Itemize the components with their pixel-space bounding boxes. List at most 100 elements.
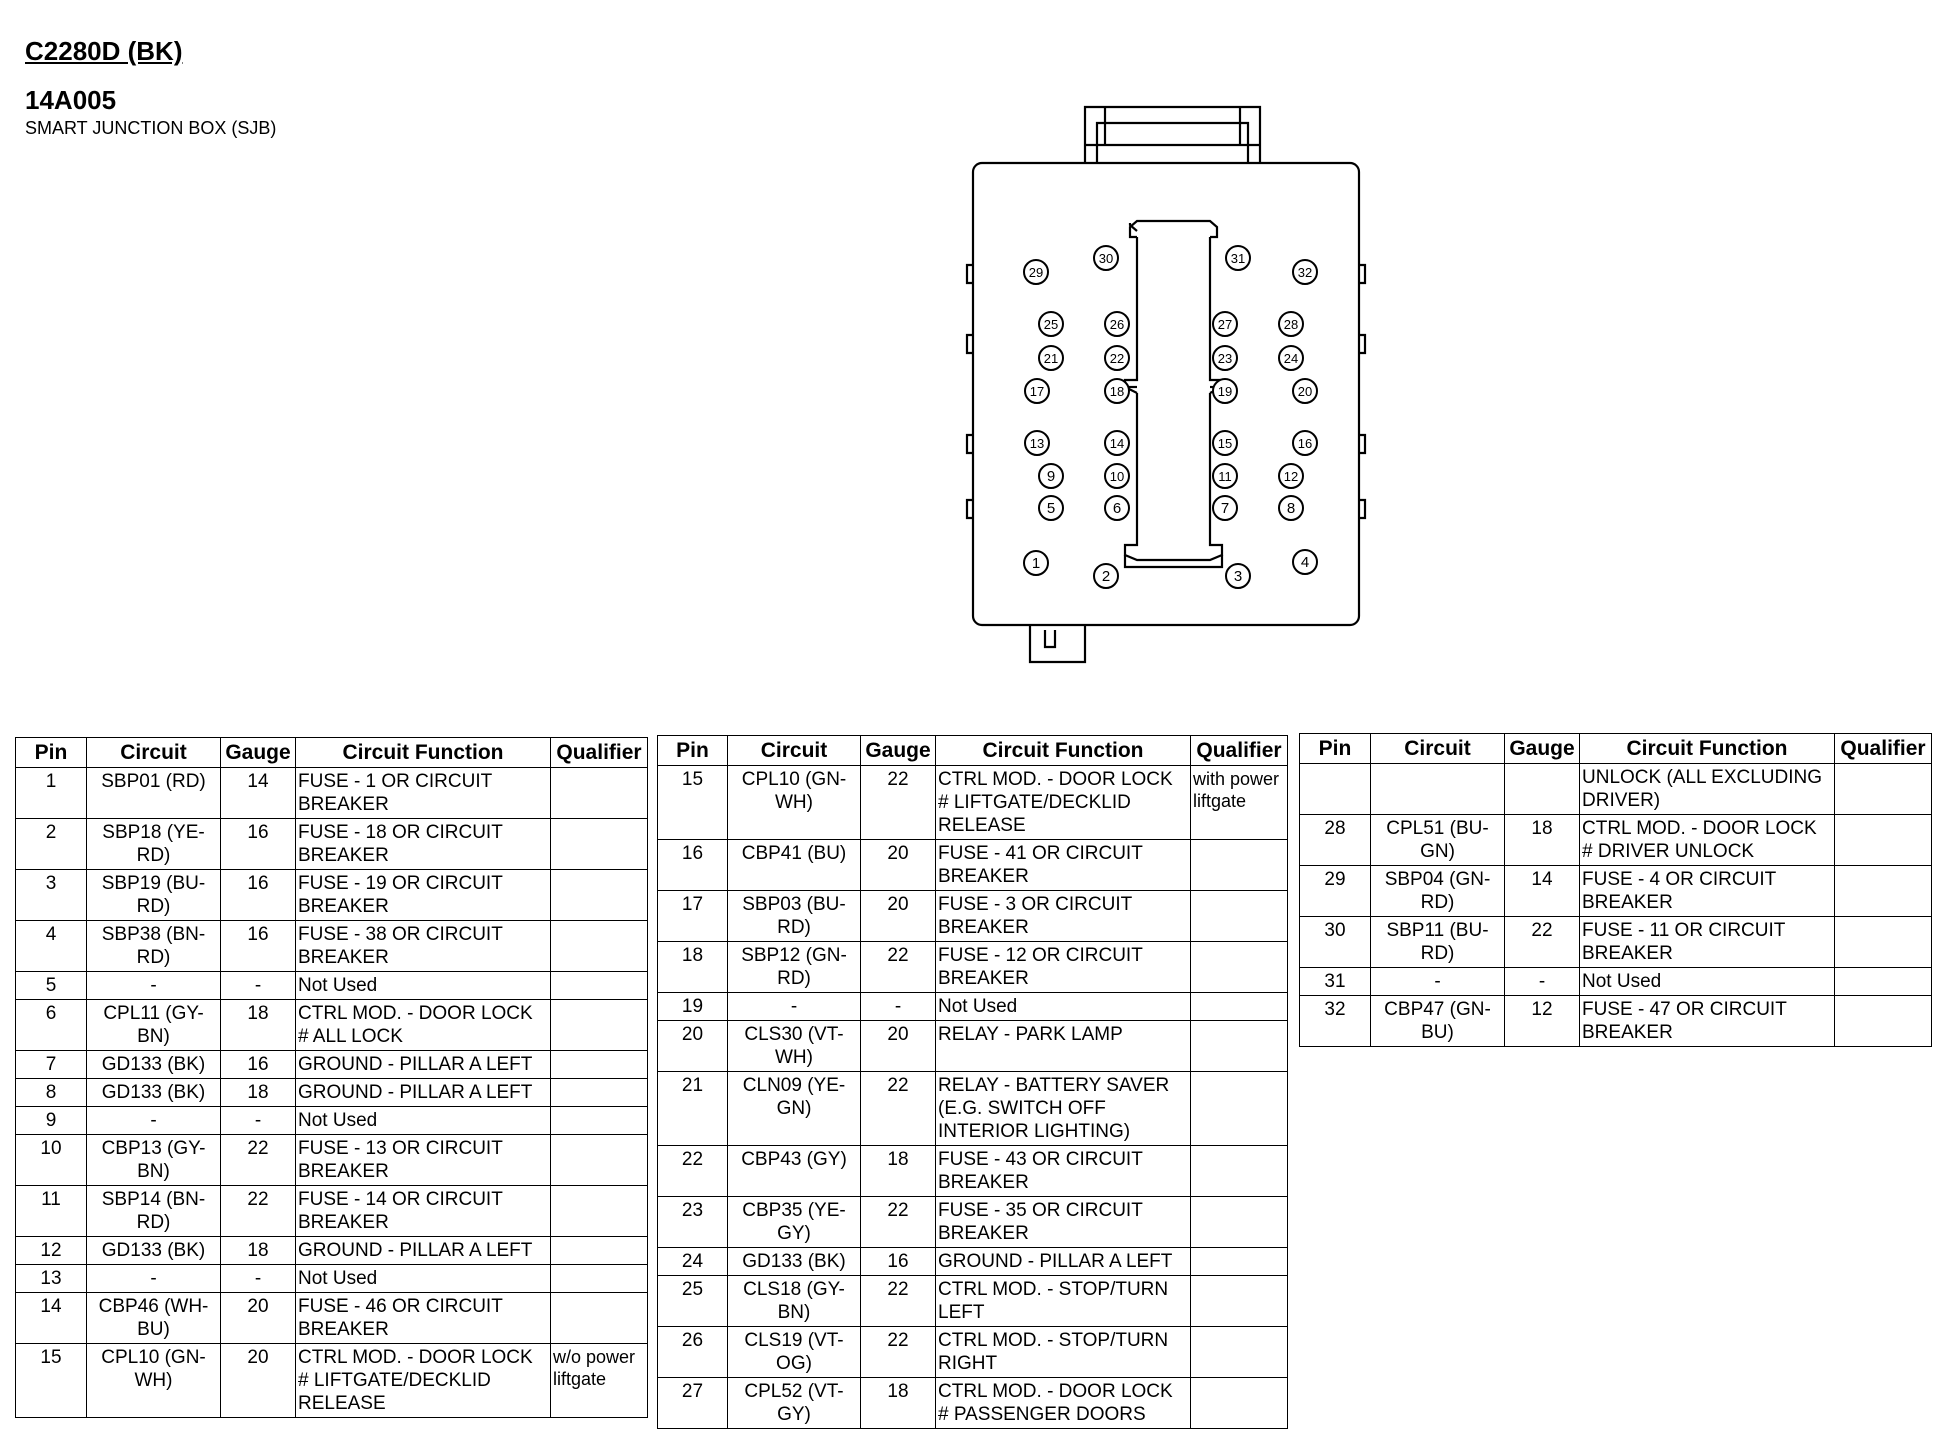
cell-pin: 18 (657, 941, 728, 993)
pin-12-circle (1278, 463, 1304, 489)
cell-gauge: 18 (860, 1377, 936, 1429)
pinout-table-3: Pin Circuit Gauge Circuit Function Quali… (1299, 733, 1932, 1047)
pin-21-label: 21 (1044, 351, 1058, 366)
cell-gauge: 22 (220, 1134, 296, 1186)
pin-23-circle (1212, 345, 1238, 371)
col-pin: Pin (657, 735, 728, 766)
col-circuit: Circuit (86, 737, 221, 768)
cell-pin: 8 (15, 1078, 87, 1107)
cell-qualifier (550, 999, 648, 1051)
cell-function: CTRL MOD. - STOP/TURN RIGHT (935, 1326, 1191, 1378)
cell-function: FUSE - 38 OR CIRCUIT BREAKER (295, 920, 551, 972)
cell-function: GROUND - PILLAR A LEFT (935, 1247, 1191, 1276)
cell-pin: 15 (657, 765, 728, 840)
cell-gauge: 22 (860, 941, 936, 993)
cell-gauge (1504, 763, 1580, 815)
cell-function: CTRL MOD. - DOOR LOCK # LIFTGATE/DECKLID… (935, 765, 1191, 840)
pin-31-label: 31 (1231, 251, 1245, 266)
cell-function: FUSE - 11 OR CIRCUIT BREAKER (1579, 916, 1835, 968)
cell-gauge: 22 (220, 1185, 296, 1237)
cell-qualifier (550, 1292, 648, 1344)
cell-function: FUSE - 12 OR CIRCUIT BREAKER (935, 941, 1191, 993)
cell-qualifier (1834, 916, 1932, 968)
pin-16-circle (1292, 430, 1318, 456)
cell-circuit: CBP43 (GY) (727, 1145, 861, 1197)
cell-circuit: GD133 (BK) (86, 1078, 221, 1107)
pin-11-circle (1212, 463, 1238, 489)
cell-function: Not Used (935, 992, 1191, 1021)
cell-circuit: SBP01 (RD) (86, 767, 221, 819)
cell-circuit: - (1370, 967, 1505, 996)
pin-26-circle (1104, 311, 1130, 337)
pinout-table-2: Pin Circuit Gauge Circuit Function Quali… (657, 735, 1288, 1429)
cell-function: CTRL MOD. - DOOR LOCK # DRIVER UNLOCK (1579, 814, 1835, 866)
cell-qualifier (550, 920, 648, 972)
pin-22-circle (1104, 345, 1130, 371)
cell-gauge: 18 (1504, 814, 1580, 866)
pin-20-circle (1292, 378, 1318, 404)
cell-circuit: GD133 (BK) (86, 1050, 221, 1079)
cell-pin: 21 (657, 1071, 728, 1146)
pin-4-label: 4 (1301, 554, 1309, 571)
col-gauge: Gauge (860, 735, 936, 766)
cell-function: FUSE - 13 OR CIRCUIT BREAKER (295, 1134, 551, 1186)
cell-pin (1299, 763, 1371, 815)
cell-function: UNLOCK (ALL EXCLUDING DRIVER) (1579, 763, 1835, 815)
cell-pin: 28 (1299, 814, 1371, 866)
cell-circuit: - (727, 992, 861, 1021)
cell-gauge: - (220, 971, 296, 1000)
pin-17-label: 17 (1030, 384, 1044, 399)
cell-qualifier (1190, 1377, 1288, 1429)
col-pin: Pin (15, 737, 87, 768)
cell-function: FUSE - 3 OR CIRCUIT BREAKER (935, 890, 1191, 942)
pin-24-label: 24 (1284, 351, 1298, 366)
cell-circuit: CLS30 (VT-WH) (727, 1020, 861, 1072)
table-header-row: Pin Circuit Gauge Circuit Function Quali… (657, 735, 1288, 766)
pin-14-label: 14 (1110, 436, 1124, 451)
cell-gauge: 20 (860, 890, 936, 942)
cell-gauge: 22 (860, 1326, 936, 1378)
cell-pin: 27 (657, 1377, 728, 1429)
cell-pin: 20 (657, 1020, 728, 1072)
pin-5-circle (1038, 495, 1064, 521)
part-description: SMART JUNCTION BOX (SJB) (25, 118, 277, 138)
cell-qualifier: w/o power liftgate (550, 1343, 648, 1418)
col-gauge: Gauge (1504, 733, 1580, 764)
col-qualifier: Qualifier (1834, 733, 1932, 764)
pin-8-label: 8 (1287, 500, 1295, 517)
cell-gauge: - (220, 1106, 296, 1135)
cell-qualifier (550, 1050, 648, 1079)
pin-1-circle (1023, 550, 1049, 576)
cell-qualifier (1190, 890, 1288, 942)
pin-5-label: 5 (1047, 500, 1055, 517)
pin-4-circle (1292, 549, 1318, 575)
col-qualifier: Qualifier (550, 737, 648, 768)
cell-function: CTRL MOD. - DOOR LOCK # ALL LOCK (295, 999, 551, 1051)
cell-circuit: SBP11 (BU-RD) (1370, 916, 1505, 968)
cell-function: RELAY - BATTERY SAVER (E.G. SWITCH OFF I… (935, 1071, 1191, 1146)
cell-pin: 29 (1299, 865, 1371, 917)
cell-gauge: 20 (220, 1292, 296, 1344)
cell-function: GROUND - PILLAR A LEFT (295, 1078, 551, 1107)
cell-pin: 15 (15, 1343, 87, 1418)
pin-13-label: 13 (1030, 436, 1044, 451)
cell-qualifier (1190, 1275, 1288, 1327)
pin-2-circle (1093, 563, 1119, 589)
col-function: Circuit Function (935, 735, 1191, 766)
pin-28-circle (1278, 311, 1304, 337)
cell-function: FUSE - 41 OR CIRCUIT BREAKER (935, 839, 1191, 891)
cell-circuit: CLS18 (GY-BN) (727, 1275, 861, 1327)
cell-gauge: 22 (1504, 916, 1580, 968)
cell-pin: 24 (657, 1247, 728, 1276)
pin-12-label: 12 (1284, 469, 1298, 484)
pin-2-label: 2 (1102, 568, 1110, 585)
pin-23-label: 23 (1218, 351, 1232, 366)
cell-qualifier (550, 869, 648, 921)
cell-pin: 3 (15, 869, 87, 921)
